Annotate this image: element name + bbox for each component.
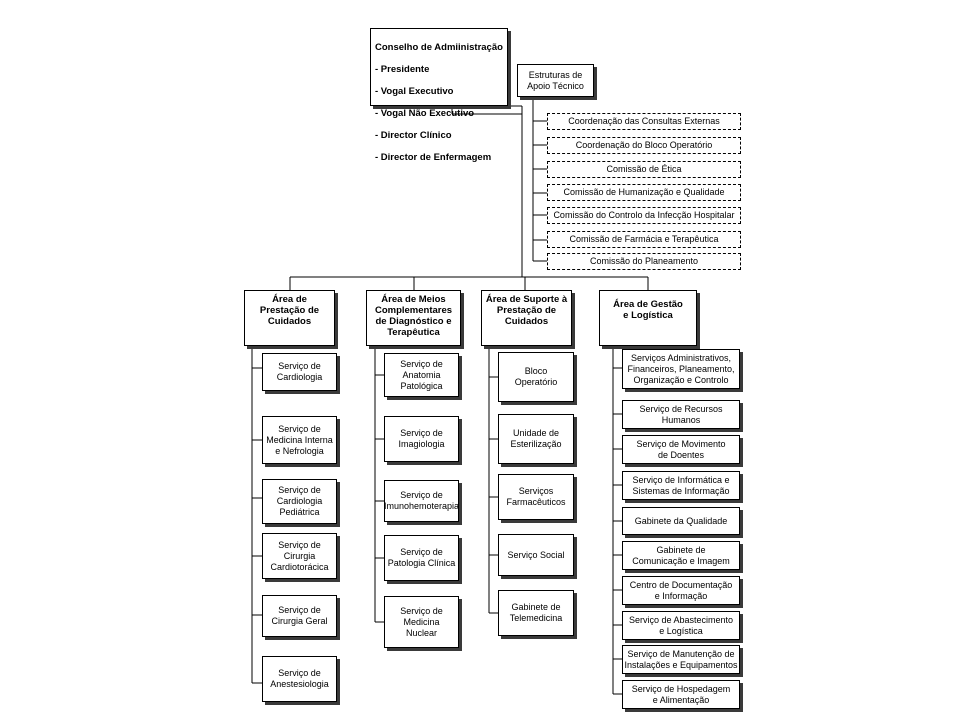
service-box: Serviço de Hospedagem e Alimentação [622, 680, 740, 709]
service-label: Serviço de Cirurgia Geral [271, 605, 328, 626]
service-label: Serviço de Patologia Clínica [387, 547, 456, 568]
area-header: Área de Meios Complementares de Diagnóst… [366, 290, 461, 346]
service-label: Serviço de Movimento de Doentes [636, 438, 726, 460]
service-label: Serviço de Informática e Sistemas de Inf… [632, 474, 730, 496]
support-item-label: Coordenação das Consultas Externas [568, 116, 720, 126]
support-item: Comissão do Controlo da Infecção Hospita… [547, 207, 741, 224]
board-line: - Director Clínico [375, 130, 452, 141]
service-label: Serviço de Hospedagem e Alimentação [631, 683, 731, 705]
support-structures-title: Estruturas de Apoio Técnico [527, 69, 584, 91]
service-box: Serviço de Recursos Humanos [622, 400, 740, 429]
service-box: Gabinete de Comunicação e Imagem [622, 541, 740, 570]
service-label: Centro de Documentação e Informação [629, 579, 733, 601]
board-lines: Conselho de Admiinistração - Presidente … [375, 31, 503, 174]
service-label: Serviços Administrativos, Financeiros, P… [627, 352, 735, 385]
service-box: Serviços Administrativos, Financeiros, P… [622, 349, 740, 389]
service-box: Serviço de Medicina Interna e Nefrologia [262, 416, 337, 464]
service-label: Serviço de Recursos Humanos [639, 403, 723, 425]
service-box: Serviço Social [498, 534, 574, 576]
service-box: Serviço de Anestesiologia [262, 656, 337, 702]
service-box: Serviço de Cardiologia [262, 353, 337, 391]
service-box: Serviço de Informática e Sistemas de Inf… [622, 471, 740, 500]
service-box: Serviço de Imunohemoterapia [384, 480, 459, 522]
service-label: Gabinete de Comunicação e Imagem [632, 544, 730, 566]
service-label: Unidade de Esterilização [510, 428, 562, 449]
service-box: Centro de Documentação e Informação [622, 576, 740, 605]
service-box: Gabinete da Qualidade [622, 507, 740, 535]
support-item: Coordenação do Bloco Operatório [547, 137, 741, 154]
area-header: Área de Prestação de Cuidados [244, 290, 335, 346]
service-box: Serviço de Imagiologia [384, 416, 459, 462]
area-header: Área de Gestão e Logística [599, 290, 697, 346]
area-title: Área de Prestação de Cuidados [259, 294, 320, 327]
service-label: Serviço Social [507, 549, 565, 560]
area-title: Área de Gestão e Logística [613, 299, 683, 321]
service-box: Unidade de Esterilização [498, 414, 574, 464]
support-item-label: Comissão de Farmácia e Terapêutica [569, 234, 719, 244]
board-box: Conselho de Admiinistração - Presidente … [370, 28, 508, 163]
service-label: Serviço de Anatomia Patológica [400, 358, 443, 391]
support-item: Comissão de Farmácia e Terapêutica [547, 231, 741, 248]
service-label: Serviço de Cardiologia Pediátrica [276, 485, 323, 517]
service-box: Serviço de Cirurgia Cardiotorácica [262, 533, 337, 579]
area-title: Área de Suporte à Prestação de Cuidados [485, 294, 568, 327]
service-box: Gabinete de Telemedicina [498, 590, 574, 636]
support-item-label: Comissão do Controlo da Infecção Hospita… [553, 210, 735, 220]
service-label: Serviço de Medicina Interna e Nefrologia [266, 423, 333, 456]
support-item-label: Comissão do Planeamento [589, 256, 699, 266]
service-label: Serviço de Medicina Nuclear [400, 605, 443, 638]
service-box: Serviços Farmacêuticos [498, 474, 574, 520]
service-box: Serviço de Cirurgia Geral [262, 595, 337, 637]
area-title: Área de Meios Complementares de Diagnóst… [374, 294, 453, 338]
support-item-label: Comissão de Humanização e Qualidade [563, 187, 725, 197]
service-label: Serviço de Manutenção de Instalações e E… [624, 648, 738, 670]
support-structures-box: Estruturas de Apoio Técnico [517, 64, 594, 97]
service-label: Serviço de Imagiologia [398, 428, 445, 449]
service-box: Serviço de Abastecimento e Logística [622, 611, 740, 640]
service-box: Serviço de Manutenção de Instalações e E… [622, 645, 740, 674]
service-label: Serviço de Abastecimento e Logística [628, 614, 734, 636]
support-item: Comissão de Humanização e Qualidade [547, 184, 741, 201]
service-label: Gabinete de Telemedicina [509, 602, 563, 623]
support-item-label: Comissão de Ética [606, 164, 682, 174]
service-box: Serviço de Movimento de Doentes [622, 435, 740, 464]
board-line: - Vogal Executivo [375, 86, 454, 97]
service-label: Serviço de Anestesiologia [270, 668, 329, 689]
board-line: - Presidente [375, 64, 430, 75]
service-box: Serviço de Anatomia Patológica [384, 353, 459, 397]
support-item: Comissão do Planeamento [547, 253, 741, 270]
service-label: Gabinete da Qualidade [634, 515, 728, 526]
service-box: Bloco Operatório [498, 352, 574, 402]
service-label: Serviço de Cirurgia Cardiotorácica [270, 539, 329, 572]
support-item: Coordenação das Consultas Externas [547, 113, 741, 130]
service-box: Serviço de Medicina Nuclear [384, 596, 459, 648]
service-label: Serviço de Cardiologia [276, 361, 323, 382]
service-box: Serviço de Cardiologia Pediátrica [262, 479, 337, 524]
board-line: - Director de Enfermagem [375, 152, 492, 163]
service-label: Bloco Operatório [514, 366, 558, 387]
support-item: Comissão de Ética [547, 161, 741, 178]
area-header: Área de Suporte à Prestação de Cuidados [481, 290, 572, 346]
service-box: Serviço de Patologia Clínica [384, 535, 459, 581]
service-label: Serviço de Imunohemoterapia [383, 490, 460, 511]
board-line: Conselho de Admiinistração [375, 42, 503, 53]
support-item-label: Coordenação do Bloco Operatório [575, 140, 713, 150]
service-label: Serviços Farmacêuticos [506, 486, 566, 507]
board-line: - Vogal Não Executivo [375, 108, 475, 119]
